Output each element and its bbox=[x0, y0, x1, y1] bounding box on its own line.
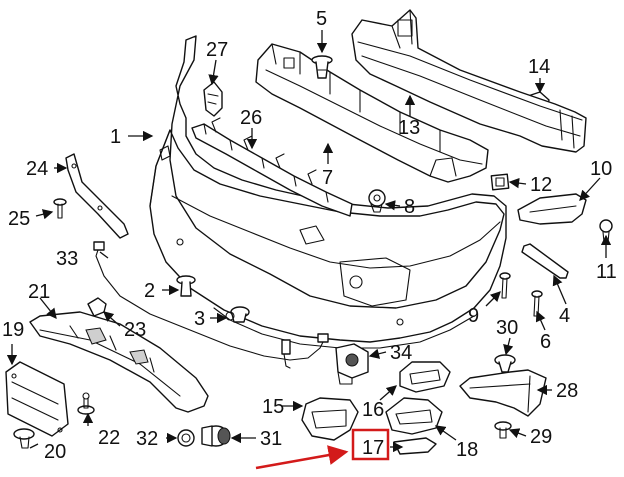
callout-12: 12 bbox=[530, 174, 552, 196]
leader-27 bbox=[208, 59, 219, 86]
leader-8 bbox=[384, 200, 401, 211]
callout-6: 6 bbox=[540, 331, 551, 353]
part-9-pin bbox=[499, 272, 511, 299]
leader-33 bbox=[99, 251, 109, 259]
callout-4: 4 bbox=[559, 305, 570, 327]
callout-27: 27 bbox=[206, 39, 228, 61]
part-18-fog-trim bbox=[385, 397, 443, 435]
highlight-marker bbox=[255, 428, 390, 470]
callout-23: 23 bbox=[124, 319, 146, 341]
leader-30 bbox=[503, 337, 514, 356]
callout-20: 20 bbox=[44, 441, 66, 463]
leader-16 bbox=[379, 385, 397, 401]
part-32-grommet bbox=[177, 429, 195, 447]
callout-labels: 1 2 3 4 5 6 7 8 9 10 11 12 13 14 15 16 1… bbox=[2, 8, 617, 463]
part-13-reinforcement bbox=[351, 9, 587, 153]
callout-22: 22 bbox=[98, 427, 120, 449]
part-27-bracket bbox=[203, 81, 223, 117]
leader-12 bbox=[508, 177, 527, 189]
callout-16: 16 bbox=[362, 399, 384, 421]
part-19-plate-bracket bbox=[5, 361, 69, 437]
leader-25 bbox=[35, 209, 54, 220]
highlight-box bbox=[351, 428, 390, 461]
part-8-bolt bbox=[368, 189, 386, 213]
callout-13: 13 bbox=[398, 117, 420, 139]
part-12-retainer bbox=[490, 173, 510, 191]
part-29-clip bbox=[494, 421, 512, 439]
leader-9 bbox=[485, 291, 501, 307]
part-20-screw bbox=[13, 428, 35, 449]
part-33-wire-harness bbox=[93, 241, 329, 369]
callout-30: 30 bbox=[496, 317, 518, 339]
callout-8: 8 bbox=[404, 196, 415, 218]
callout-25: 25 bbox=[8, 208, 30, 230]
callout-32: 32 bbox=[136, 428, 158, 450]
callout-7: 7 bbox=[322, 167, 333, 189]
callout-15: 15 bbox=[262, 396, 284, 418]
part-16-bezel bbox=[399, 361, 451, 393]
callout-28: 28 bbox=[556, 380, 578, 402]
part-24-bracket bbox=[65, 153, 129, 239]
callout-11: 11 bbox=[596, 261, 617, 283]
leader-18 bbox=[434, 425, 457, 441]
part-25-screw bbox=[53, 198, 67, 219]
callout-33: 33 bbox=[56, 248, 78, 270]
callout-2: 2 bbox=[144, 280, 155, 302]
callout-24: 24 bbox=[26, 158, 48, 180]
leader-34 bbox=[368, 348, 387, 359]
part-10-bracket bbox=[517, 193, 587, 225]
leader-6 bbox=[535, 310, 546, 331]
part-3-clip bbox=[225, 306, 250, 323]
callout-18: 18 bbox=[456, 439, 478, 461]
part-31-sensor bbox=[201, 425, 231, 447]
callout-31: 31 bbox=[260, 428, 282, 450]
callout-14: 14 bbox=[528, 56, 550, 78]
highlight-arrow bbox=[255, 445, 349, 470]
callout-5: 5 bbox=[316, 8, 327, 30]
part-17-cover bbox=[393, 437, 437, 455]
callout-9: 9 bbox=[468, 305, 479, 327]
callout-26: 26 bbox=[240, 107, 262, 129]
leader-4 bbox=[552, 274, 567, 305]
callout-17: 17 bbox=[362, 437, 384, 459]
callout-19: 19 bbox=[2, 319, 24, 341]
callout-1: 1 bbox=[110, 126, 121, 148]
part-15-fog-trim bbox=[301, 397, 359, 441]
leader-29 bbox=[508, 428, 527, 439]
part-22-pin bbox=[77, 392, 95, 415]
part-5-clip bbox=[311, 55, 333, 79]
leader-23 bbox=[103, 311, 121, 327]
leader-20 bbox=[29, 443, 39, 449]
part-23-clip bbox=[87, 297, 107, 317]
callout-34: 34 bbox=[390, 342, 412, 364]
part-7-absorber bbox=[255, 43, 489, 183]
part-26-strip bbox=[191, 117, 353, 217]
callout-3: 3 bbox=[194, 308, 205, 330]
leader-21 bbox=[39, 297, 57, 320]
part-2-clip bbox=[176, 275, 196, 297]
part-28-splash-guard bbox=[459, 369, 547, 417]
part-4-trim bbox=[521, 243, 569, 279]
callout-21: 21 bbox=[28, 281, 50, 303]
part-30-clip bbox=[494, 354, 516, 373]
callout-29: 29 bbox=[530, 426, 552, 448]
part-21-undertray bbox=[29, 311, 209, 413]
callout-10: 10 bbox=[590, 158, 612, 180]
leader-10 bbox=[579, 177, 601, 201]
leader-lines bbox=[6, 30, 612, 453]
part-34-sensor-housing bbox=[335, 343, 369, 385]
